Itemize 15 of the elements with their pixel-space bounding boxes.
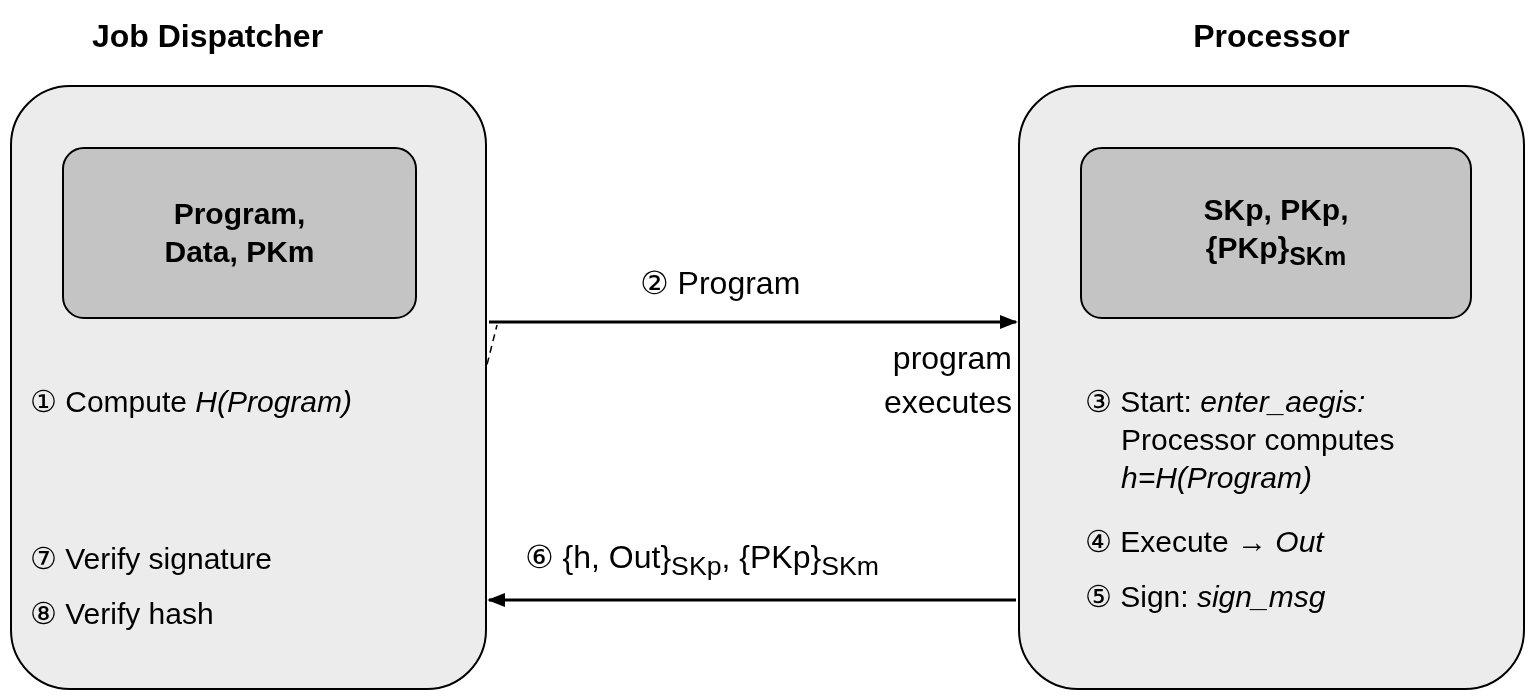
step-text: ⑤ Sign: sign_msg bbox=[1085, 579, 1327, 615]
arrow bbox=[487, 592, 1016, 608]
panel-heading: Job Dispatcher bbox=[90, 18, 325, 55]
key-box: SKp, PKp, {PKp}$_{SKm}$ bbox=[1080, 147, 1472, 319]
note-text: program executes bbox=[882, 339, 1012, 422]
step-text: ⑦ Verify signature bbox=[30, 541, 273, 577]
step-text: ⑧ Verify hash bbox=[30, 596, 215, 632]
step-text: ④ Execute → Out bbox=[1085, 524, 1326, 560]
arrow bbox=[489, 314, 1018, 330]
edge-label: ⑥ {h, Out}$_{SKp}$, {PKp}$_{SKm}$ bbox=[525, 538, 879, 583]
step-text: ③ Start: enter_aegis: Processor computes h=H(Program) bbox=[1085, 384, 1396, 496]
key-box: Program, Data, PKm bbox=[62, 147, 417, 319]
edge-label: ② Program bbox=[640, 264, 801, 302]
step-text: ① Compute H(Program) bbox=[30, 384, 353, 420]
panel-heading: Processor bbox=[1192, 18, 1351, 55]
